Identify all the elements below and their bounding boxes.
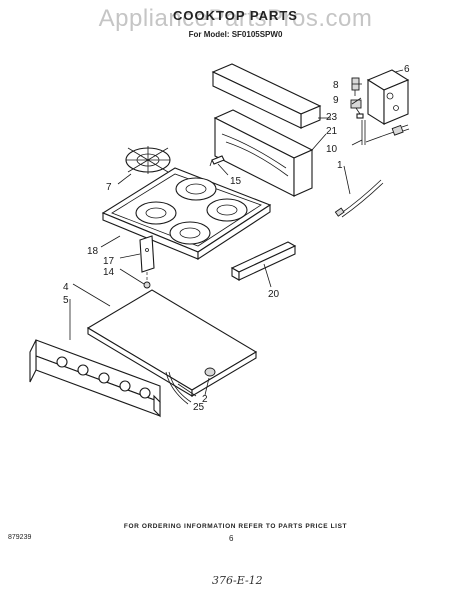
switch-part-9	[350, 99, 364, 119]
callout-1: 1	[337, 160, 343, 171]
callout-4: 4	[63, 282, 69, 293]
clip-part-15	[209, 155, 225, 167]
model-subtitle: For Model: SF0105SPW0	[188, 30, 283, 39]
ordering-note: FOR ORDERING INFORMATION REFER TO PARTS …	[123, 523, 348, 530]
channel-rail	[230, 241, 297, 281]
burner-grate	[125, 146, 171, 174]
callout-7: 7	[106, 182, 112, 193]
callout-9: 9	[333, 95, 339, 106]
callout-20: 20	[268, 289, 280, 300]
screw-part-14	[143, 281, 151, 289]
callout-5: 5	[63, 295, 69, 306]
terminal-box	[366, 69, 410, 125]
callout-labels: 8 9 6 10 1 23 21 7 15 18 17 14 20 4 5 25…	[63, 64, 410, 413]
callout-2: 2	[202, 394, 208, 405]
knob-part-2	[204, 367, 216, 377]
cooktop	[101, 167, 272, 261]
callout-8: 8	[333, 80, 339, 91]
callout-25: 25	[193, 402, 205, 413]
handwritten-code: 376-E-12	[212, 574, 263, 587]
control-panel	[29, 339, 161, 418]
watermark: AppliancePartsPros.com	[98, 5, 373, 32]
document-number: 879239	[8, 534, 32, 541]
callout-6: 6	[404, 64, 410, 75]
backsplash-top-panel	[211, 63, 322, 129]
bracket-part-17	[139, 235, 155, 282]
page-title: COOKTOP PARTS	[173, 8, 298, 23]
page-number: 6	[229, 534, 234, 543]
callout-21: 21	[326, 126, 338, 137]
callout-18: 18	[87, 246, 99, 257]
callout-17: 17	[103, 256, 115, 267]
callout-15: 15	[230, 176, 242, 187]
callout-14: 14	[103, 267, 115, 278]
power-cord	[361, 120, 410, 145]
switch-part-8	[351, 77, 360, 96]
main-body-tray	[86, 289, 258, 397]
cable-part-1	[334, 179, 384, 218]
callout-23: 23	[326, 112, 338, 123]
leader-lines	[69, 69, 404, 397]
callout-10: 10	[326, 144, 338, 155]
wire-harness	[165, 371, 192, 405]
